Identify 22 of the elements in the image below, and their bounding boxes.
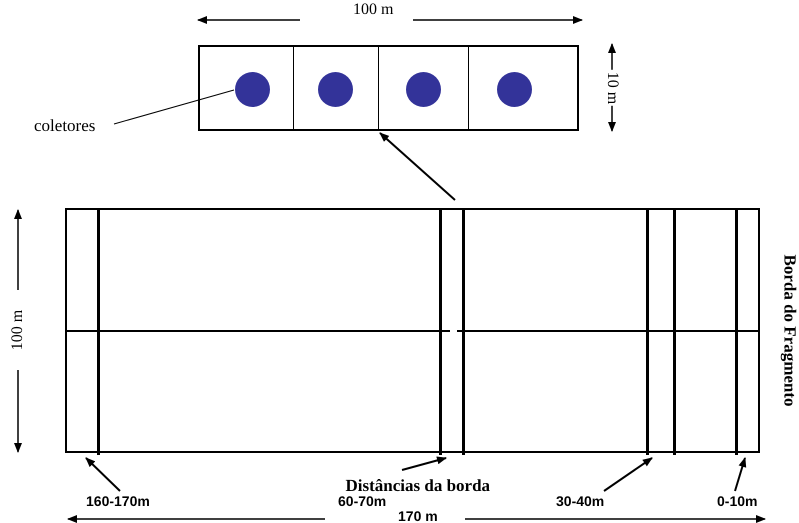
arrow [85,457,121,492]
arrow [603,457,653,492]
collector-circle [318,72,353,107]
callout-label: coletores [34,117,96,134]
leader-line [114,90,234,124]
arrow [379,132,456,201]
plot-rectangle [65,208,760,453]
distance-label: 0-10m [717,494,758,508]
distance-label: 160-170m [86,494,150,508]
collector-circle [497,72,532,107]
arrow [734,457,746,492]
transect-strip [439,210,465,455]
collector-circle [406,72,441,107]
side-label: Borda do Fragmento [782,252,799,408]
plot-rectangle [198,45,579,131]
arrow [402,456,447,471]
dimension-label: 170 m [396,509,440,523]
distance-label: 30-40m [556,494,604,508]
transect-strip [646,210,676,455]
distance-label: 60-70m [338,494,386,508]
collector-circle [235,72,270,107]
axis-title: Distâncias da borda [344,476,492,494]
